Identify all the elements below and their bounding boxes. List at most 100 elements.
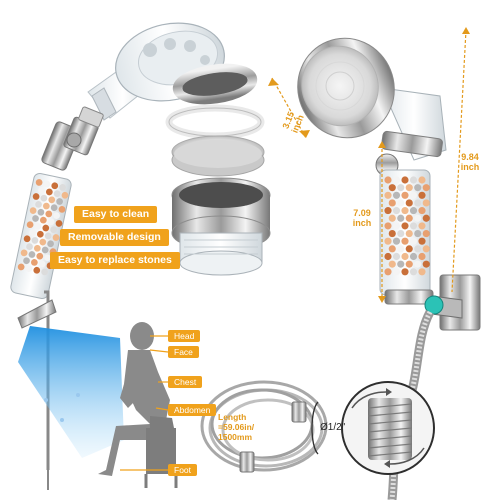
body-tag-abdomen: Abdomen — [168, 404, 217, 416]
mineral-stone — [40, 194, 48, 202]
chrome-connector — [41, 106, 104, 171]
mineral-stone — [36, 230, 44, 238]
mineral-stone — [397, 184, 405, 192]
mineral-stone — [41, 268, 48, 276]
mineral-stone — [392, 176, 401, 184]
mineral-stone — [37, 208, 45, 216]
mineral-stone — [418, 207, 426, 215]
mineral-stone — [26, 243, 33, 251]
feature-tag-easy-to-clean: Easy to clean — [74, 206, 158, 223]
mineral-stone — [401, 268, 409, 276]
mineral-stone — [35, 179, 43, 186]
mineral-stone — [42, 224, 50, 232]
mineral-stone — [422, 214, 430, 222]
mineral-stone — [409, 191, 418, 199]
mineral-stone — [418, 237, 426, 245]
mineral-stone — [32, 193, 40, 200]
mineral-stone — [56, 198, 63, 205]
mineral-stone — [405, 214, 413, 222]
hose-length-label: Length =59.06in/ 1500mm — [218, 412, 282, 442]
mineral-stone — [405, 229, 413, 238]
mineral-stone — [392, 191, 401, 199]
mineral-stone — [392, 252, 401, 261]
mineral-stone — [409, 237, 418, 245]
disassembled-shower-head — [87, 22, 271, 276]
mineral-stone — [418, 191, 426, 199]
body-tag-head: Head — [168, 330, 201, 342]
mineral-stone — [384, 252, 392, 261]
mineral-stone — [388, 199, 396, 207]
dimension-lines — [268, 27, 470, 303]
mineral-stone — [384, 222, 392, 230]
mineral-stone — [401, 176, 409, 184]
body-part-label: Chest — [174, 377, 197, 387]
feature-label: Easy to replace stones — [58, 254, 172, 266]
mineral-stone — [414, 245, 422, 253]
mineral-stone — [405, 245, 413, 253]
mineral-stone — [31, 259, 38, 266]
mineral-stone — [409, 207, 418, 215]
mineral-stone — [397, 229, 405, 238]
mineral-stone — [388, 214, 396, 222]
mineral-stone — [384, 237, 392, 245]
mineral-stone — [58, 206, 66, 213]
dimension-value: 7.09 — [353, 208, 371, 218]
mineral-stone — [36, 252, 44, 260]
mineral-stone — [45, 210, 53, 218]
mineral-stone — [55, 220, 63, 227]
mineral-stone — [418, 268, 426, 276]
mineral-stone — [23, 257, 30, 265]
mineral-stone — [50, 226, 57, 234]
mineral-stone — [392, 222, 401, 230]
mineral-stone — [418, 252, 426, 261]
mineral-stone — [414, 260, 422, 268]
mineral-stone — [39, 216, 47, 224]
mineral-stone — [38, 260, 46, 268]
mineral-stone — [47, 240, 54, 248]
mineral-stone — [414, 184, 422, 192]
mineral-stone — [59, 184, 66, 191]
mineral-stone — [384, 191, 392, 199]
mineral-stone — [25, 265, 33, 272]
feature-tag-easy-to-replace-stones: Easy to replace stones — [50, 252, 180, 269]
mineral-stone — [405, 260, 413, 268]
hose-length-line: 1500mm — [218, 432, 253, 442]
wall-bracket — [424, 274, 481, 331]
mineral-stone — [61, 191, 69, 199]
mineral-stone — [405, 184, 413, 192]
mineral-stone — [409, 222, 418, 230]
mineral-stone — [45, 188, 53, 196]
mineral-stone — [401, 191, 409, 199]
mineral-stone — [409, 268, 418, 276]
mineral-stone — [26, 221, 34, 229]
mineral-stone — [392, 237, 401, 245]
mineral-stone — [397, 245, 405, 253]
body-part-label: Foot — [174, 465, 192, 475]
body-tag-chest: Chest — [168, 376, 203, 388]
mineral-stone — [388, 229, 396, 238]
mineral-stone — [422, 229, 430, 238]
mineral-stone — [388, 245, 396, 253]
mineral-stone — [422, 199, 430, 207]
mineral-stone — [47, 218, 55, 226]
mineral-stone — [29, 207, 37, 214]
dimension-value: 9.84 — [461, 152, 479, 162]
hose-length-line: Length — [218, 412, 247, 422]
dimension-filter-length: 7.09 inch — [344, 208, 380, 228]
mineral-stone — [414, 214, 422, 222]
mineral-stone — [384, 268, 392, 276]
mineral-stone — [384, 207, 392, 215]
mineral-stone — [17, 263, 25, 271]
hose-length-line: =59.06in/ — [218, 422, 255, 432]
mineral-stone — [43, 180, 51, 188]
thread-size-label: Ø1/2" — [320, 422, 346, 433]
mineral-stone — [418, 222, 426, 230]
mineral-stone — [48, 196, 56, 204]
person-silhouette — [98, 322, 178, 488]
mineral-stone — [20, 249, 28, 257]
body-leader-lines — [120, 335, 169, 471]
mineral-stone — [51, 182, 59, 190]
mineral-stone — [53, 212, 60, 219]
hose-closeup — [341, 381, 435, 475]
